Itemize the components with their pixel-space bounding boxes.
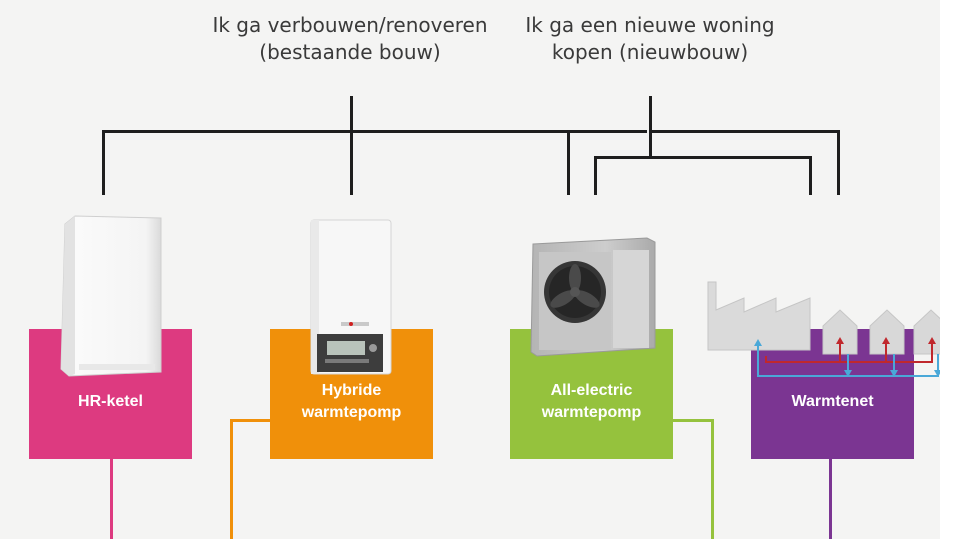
option-all-electric-line1: All-electric (550, 382, 633, 399)
connector-newbuild-stem (649, 96, 652, 158)
connector-to-hr-ketel (102, 130, 105, 195)
hybrid-heat-pump-icon (310, 219, 392, 375)
line-all-electric-down (711, 419, 714, 539)
connector-newbuild-bar-upper (649, 130, 839, 133)
line-all-electric-right (673, 419, 713, 422)
option-hybride-line1: Hybride (321, 382, 382, 399)
line-hybride-down (230, 419, 233, 539)
connector-renovate-stem (350, 96, 353, 131)
line-hybride-left (230, 419, 270, 422)
connector-newbuild-bar-lower (594, 156, 811, 159)
option-all-electric-line2: warmtepomp (541, 404, 642, 421)
connector-renovate-to-all-electric (567, 130, 570, 195)
option-warmtenet-label: Warmtenet (791, 393, 874, 410)
connector-renovate-to-warmtenet (837, 130, 840, 195)
connector-renovate-bar (102, 130, 647, 133)
connector-newbuild-to-warmtenet (809, 156, 812, 195)
option-hr-ketel-label: HR-ketel (78, 393, 143, 410)
connector-to-hybride (350, 130, 353, 195)
district-heating-network-icon (707, 281, 940, 377)
line-warmtenet-down (829, 459, 832, 539)
question-newbuild-line1: Ik ga een nieuwe woning (525, 13, 775, 37)
boiler-icon (60, 215, 162, 377)
option-hybride-line2: warmtepomp (301, 404, 402, 421)
question-renovate-line2: (bestaande bouw) (259, 40, 441, 64)
question-newbuild-line2: kopen (nieuwbouw) (551, 40, 749, 64)
question-renovate-line1: Ik ga verbouwen/renoveren (212, 13, 488, 37)
outdoor-heat-pump-icon (530, 237, 656, 357)
line-hr-ketel-down (110, 459, 113, 539)
question-newbuild: Ik ga een nieuwe woning kopen (nieuwbouw… (505, 12, 795, 66)
question-renovate: Ik ga verbouwen/renoveren (bestaande bou… (200, 12, 500, 66)
connector-newbuild-to-all-electric (594, 156, 597, 195)
